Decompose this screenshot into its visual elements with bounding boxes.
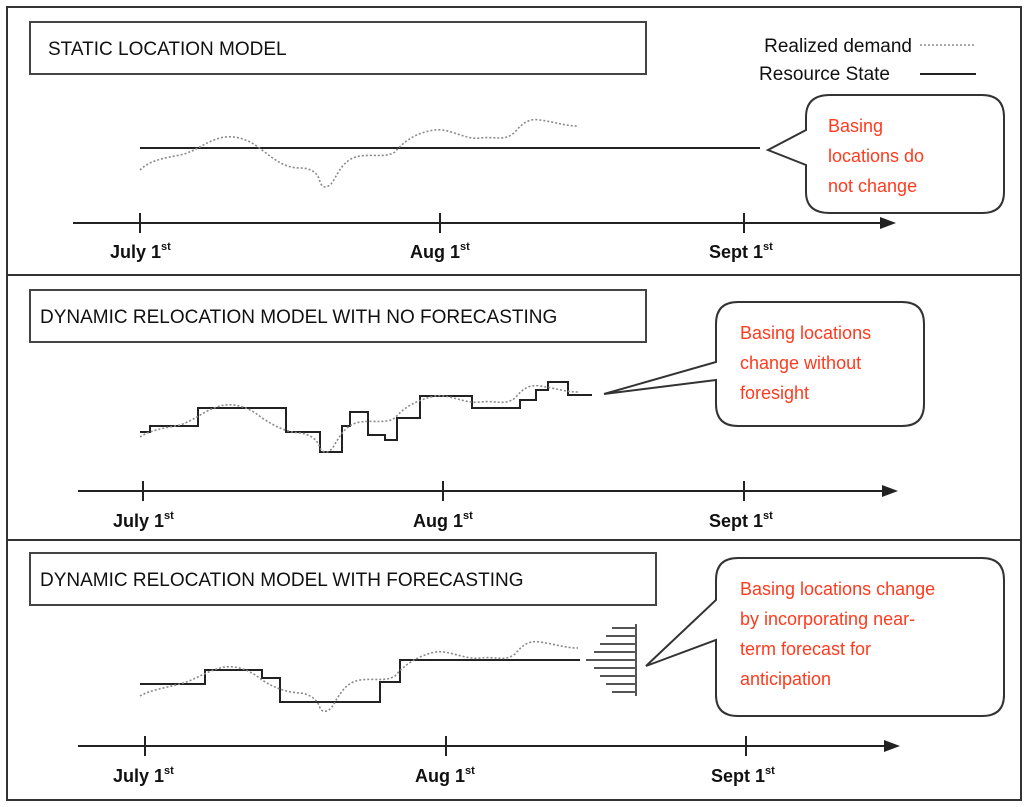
panel-2-demand-line [139,384,579,453]
panel-1-callout-line-1: Basing [828,116,883,136]
panel-3-callout-bubble [645,557,1005,717]
panel-1-tick-label-aug: Aug 1st [410,241,470,262]
panel-3-tick-label-sept: Sept 1st [711,765,775,786]
panel-1-title-box [29,21,647,75]
panel-3-callout-line-3: term forecast for [740,639,871,659]
panel-1-callout-bubble [765,94,1005,214]
panel-2-tick-label-aug: Aug 1st [413,510,473,531]
panel-3-callout-line-4: anticipation [740,669,831,689]
legend-realized-demand: Realized demand [764,36,912,57]
panel-1-callout-line-3: not change [828,176,917,196]
panel-1-axis-arrowhead [880,217,896,229]
panel-3-title: DYNAMIC RELOCATION MODEL WITH FORECASTIN… [40,570,523,591]
panel-3-tick-label-july: July 1st [113,765,174,786]
panel-1-tick-label-sept: Sept 1st [709,241,773,262]
panel-2-callout-line-3: foresight [740,383,809,403]
panel-3-axis-arrowhead [884,740,900,752]
panel-2-axis-arrowhead [882,485,898,497]
outer-frame [6,6,1022,801]
panel-1-title: STATIC LOCATION MODEL [48,39,287,60]
panel-3-resource-state-line [140,659,580,703]
panel-1-callout-line-2: locations do [828,146,924,166]
panel-2-tick-label-july: July 1st [113,510,174,531]
panel-3-title-box [29,552,657,606]
panel-3-forecast-cone [586,624,637,696]
panel-1-demand-line [139,118,579,188]
panel-2-callout-line-2: change without [740,353,861,373]
panel-3-demand-line [139,640,579,713]
panel-3-callout-line-2: by incorporating near- [740,609,915,629]
panel-2-tick-label-sept: Sept 1st [709,510,773,531]
panel-2-callout-line-1: Basing locations [740,323,871,343]
panel-2-resource-state-line [140,381,592,453]
panel-2-callout-bubble [603,301,925,427]
panel-3-tick-label-aug: Aug 1st [415,765,475,786]
panel-2-title-box [29,289,647,343]
panel-2-title: DYNAMIC RELOCATION MODEL WITH NO FORECAS… [40,307,557,328]
panel-3-callout-line-1: Basing locations change [740,579,935,599]
legend-resource-state: Resource State [759,64,890,85]
panel-1-tick-label-july: July 1st [110,241,171,262]
